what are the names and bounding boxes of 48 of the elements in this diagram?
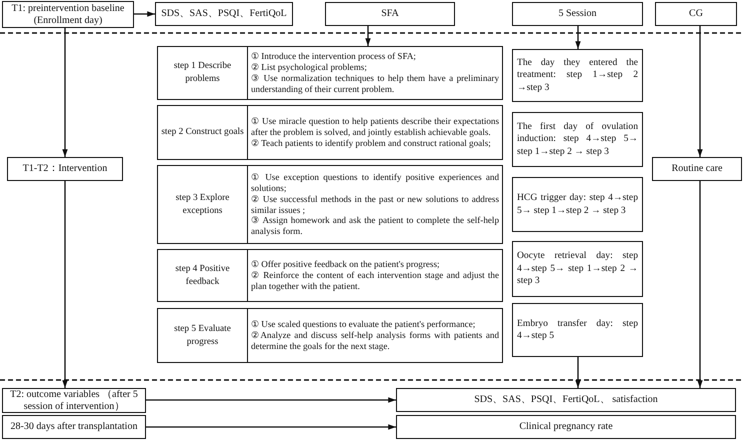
session-box: Oocyte retrieval day: step 4→step 5→ step 1→step 2 → step 3 [512, 241, 643, 297]
step-title: step 5 Evaluate progress [158, 309, 248, 362]
step-item: ② Use successful methods in the past or new solutions to address similar issues ; [251, 194, 499, 216]
step-box [157, 249, 503, 302]
arrow [365, 26, 371, 46]
step-item: ② Teach patients to identify problem and construct rational goals; [251, 138, 492, 149]
process-box: SDS、SAS、PSQI、FertiQoL、 satisfaction [396, 388, 736, 412]
process-box: Clinical pregnancy rate [396, 415, 736, 439]
arrow [62, 181, 68, 388]
process-box: T2: outcome variables （after 5 session of intervention） [2, 388, 146, 413]
arrow [575, 26, 581, 49]
step-title: step 3 Explore exceptions [158, 166, 248, 243]
step-item: ③ Use normalization techniques to help them have a preliminary understanding of their current problem. [251, 73, 499, 95]
process-box: CG [655, 2, 737, 26]
step-title: step 1 Describe problems [158, 47, 248, 99]
session-box: Embryo transfer day: step 4→step 5 [512, 303, 643, 357]
arrow [134, 11, 155, 17]
session-box: The day they entered the treatment: step 1→step 2 →step 3 [512, 49, 643, 102]
step-box [157, 46, 503, 100]
step-box [157, 308, 503, 363]
arrow [146, 424, 396, 430]
process-box: Routine care [652, 157, 742, 181]
process-box: 5 Session [512, 2, 643, 26]
step-item: ① Use scaled questions to evaluate the patient's performance; [251, 319, 476, 330]
step-item: ① Introduce the intervention process of SFA; [251, 51, 417, 62]
process-box: T1: preintervention baseline (Enrollment day) [2, 1, 134, 28]
step-item: ① Use miracle question to help patients describe their expectations after the problem is solved, and jointly establish achievable goals. [251, 116, 499, 138]
step-item: ③ Assign homework and ask the patient to complete the self-help analysis form. [251, 215, 499, 238]
arrow [62, 28, 68, 157]
arrow [575, 357, 581, 388]
step-item: ② List psychological problems; [251, 62, 368, 73]
step-title: step 2 Construct goals [158, 106, 248, 159]
session-box: HCG trigger day: step 4→step 5→ step 1→step 2 → step 3 [512, 177, 643, 232]
step-item: ① Offer positive feedback on the patient's progress; [251, 259, 441, 270]
process-box: 28-30 days after transplantation [2, 415, 146, 439]
step-item: ① Use exception questions to identify positive experiences and solutions; [251, 172, 499, 194]
step-box [157, 165, 503, 244]
process-box: T1-T2：Intervention [7, 157, 123, 181]
arrow [146, 397, 396, 403]
step-item: ②Analyze and discuss self-help analysis forms with patients and determine the goals for the next stage. [251, 330, 499, 352]
process-box: SFA [325, 2, 455, 26]
arrow [697, 181, 703, 388]
process-box: SDS、SAS、PSQI、FertiQoL [155, 2, 293, 26]
step-box [157, 105, 503, 160]
step-item: ② Reinforce the content of each intervention stage and adjust the plan together with the patient. [251, 270, 499, 292]
arrow [697, 26, 703, 157]
session-box: The first day of ovulation induction: step 4→step 5→ step 1→step 2 → step 3 [512, 112, 643, 167]
step-title: step 4 Positive feedback [158, 250, 248, 301]
